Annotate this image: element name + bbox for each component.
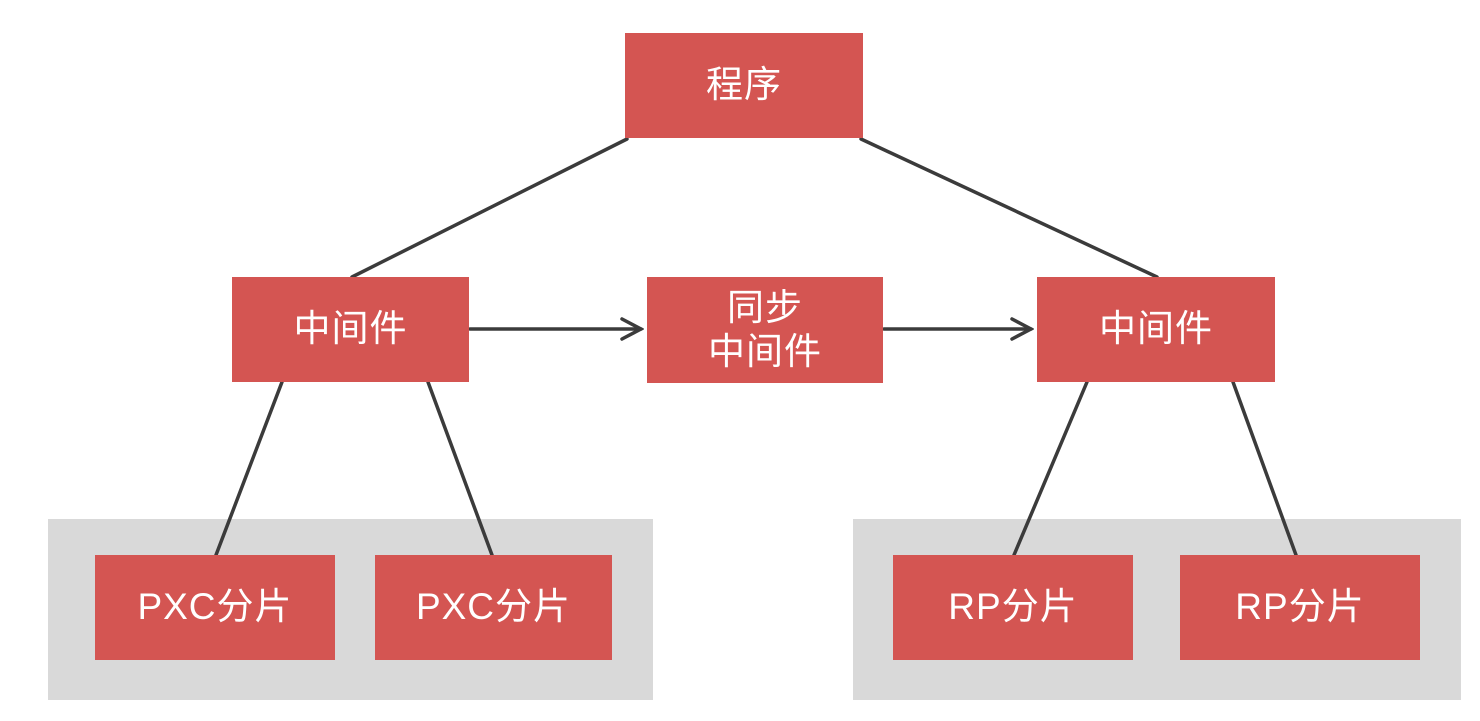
node-sync-middleware-label-line1: 同步 (727, 286, 803, 328)
node-rp-shard-2-label: RP分片 (1235, 586, 1365, 628)
node-pxc-shard-2: PXC分片 (375, 555, 612, 660)
node-pxc-shard-1-label: PXC分片 (137, 586, 293, 628)
node-middleware-left-label: 中间件 (293, 308, 408, 350)
node-middleware-right-label: 中间件 (1099, 308, 1213, 350)
node-rp-shard-1: RP分片 (893, 555, 1133, 660)
node-rp-shard-1-label: RP分片 (948, 586, 1078, 628)
node-rp-shard-2: RP分片 (1180, 555, 1420, 660)
node-pxc-shard-2-label: PXC分片 (415, 586, 572, 628)
node-middleware-right: 中间件 (1037, 277, 1275, 382)
connector-program-to-middleware-right (859, 137, 1159, 279)
node-program-label: 程序 (706, 64, 782, 106)
node-sync-middleware-label-line2: 中间件 (708, 331, 822, 372)
connector-program-to-middleware-left (350, 137, 629, 279)
node-middleware-left: 中间件 (232, 277, 469, 382)
node-program: 程序 (625, 33, 863, 138)
node-pxc-shard-1: PXC分片 (95, 555, 335, 660)
node-sync-middleware: 同步 中间件 (647, 277, 883, 383)
